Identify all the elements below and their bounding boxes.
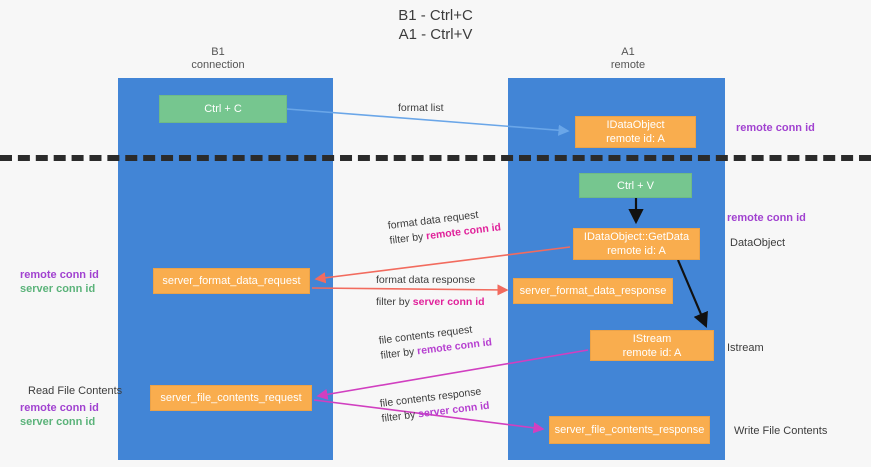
edge-label-format-list: format list <box>398 101 444 116</box>
node-idataobject-getdata[interactable]: IDataObject::GetData remote id: A <box>573 228 700 260</box>
edge-fdresp-filter: filter by server conn id <box>376 295 485 310</box>
edge-fdresp-filter-key: server conn id <box>412 296 485 308</box>
node-ctrl-v-label: Ctrl + V <box>617 179 654 192</box>
node-ctrl-c[interactable]: Ctrl + C <box>159 95 287 123</box>
node-server-format-data-request[interactable]: server_format_data_request <box>153 268 310 294</box>
section-divider <box>0 155 871 161</box>
node-sfcreq-label: server_file_contents_request <box>160 392 302 404</box>
edge-fdresp-filter-prefix: filter by <box>376 296 413 308</box>
annotation-dataobject: DataObject <box>730 237 786 249</box>
node-sfcresp-label: server_file_contents_response <box>554 424 705 436</box>
annotation-remote-conn-id-top: remote conn id <box>736 122 815 134</box>
node-istream-title: IStream <box>632 332 672 345</box>
column-b1-role: connection <box>191 59 245 71</box>
column-header-b1: B1 connection <box>148 46 288 72</box>
annotation-left-remote-conn-id-2: remote conn id <box>20 402 99 414</box>
edge-label-file-contents-request: file contents request filter by remote c… <box>378 320 493 363</box>
edge-fcreq-filter-prefix: filter by <box>379 345 418 362</box>
title-line-1: B1 - Ctrl+C <box>398 7 473 24</box>
edge-fcresp-filter-prefix: filter by <box>380 408 419 425</box>
node-idataobject-remote-id: remote id: A <box>606 133 665 145</box>
annotation-write-file-contents: Write File Contents <box>734 425 828 437</box>
page-title: B1 - Ctrl+C A1 - Ctrl+V <box>0 6 871 44</box>
annotation-left-conn-ids-lower: remote conn id server conn id <box>20 401 99 429</box>
node-getdata-title: IDataObject::GetData <box>583 231 690 243</box>
edge-fdreq-filter-prefix: filter by <box>388 230 427 247</box>
edge-label-file-contents-response: file contents response filter by server … <box>379 384 490 427</box>
node-idataobject[interactable]: IDataObject remote id: A <box>575 116 696 148</box>
column-b1-name: B1 <box>211 46 225 58</box>
title-line-2: A1 - Ctrl+V <box>398 26 473 43</box>
annotation-istream: Istream <box>727 342 764 354</box>
annotation-read-file-contents: Read File Contents <box>28 385 123 397</box>
node-sfdresp-label: server_format_data_response <box>519 285 667 297</box>
annotation-left-server-conn-id-1: server conn id <box>20 283 96 295</box>
node-istream[interactable]: IStream remote id: A <box>590 330 714 361</box>
node-getdata-remote-id: remote id: A <box>607 245 666 257</box>
node-sfdreq-label: server_format_data_request <box>162 275 301 287</box>
node-server-file-contents-request[interactable]: server_file_contents_request <box>150 385 312 411</box>
edge-fdresp-text: format data response <box>376 274 476 286</box>
column-a1-name: A1 <box>621 46 635 58</box>
annotation-remote-conn-id-mid: remote conn id <box>727 212 806 224</box>
column-a1-role: remote <box>610 59 646 71</box>
node-idataobject-title: IDataObject <box>606 119 665 131</box>
node-ctrl-v[interactable]: Ctrl + V <box>579 173 692 198</box>
annotation-left-server-conn-id-2: server conn id <box>20 416 96 428</box>
edge-label-format-data-response: format data response filter by server co… <box>376 273 485 310</box>
annotation-left-remote-conn-id-1: remote conn id <box>20 269 99 281</box>
node-ctrl-c-label: Ctrl + C <box>204 103 242 115</box>
edge-format-list-text: format list <box>398 102 444 114</box>
node-istream-remote-id: remote id: A <box>622 346 682 359</box>
node-server-file-contents-response[interactable]: server_file_contents_response <box>549 416 710 444</box>
annotation-left-conn-ids-upper: remote conn id server conn id <box>20 268 99 296</box>
node-server-format-data-response[interactable]: server_format_data_response <box>513 278 673 304</box>
column-header-a1: A1 remote <box>548 46 708 72</box>
edge-label-format-data-request: format data request filter by remote con… <box>387 205 502 248</box>
